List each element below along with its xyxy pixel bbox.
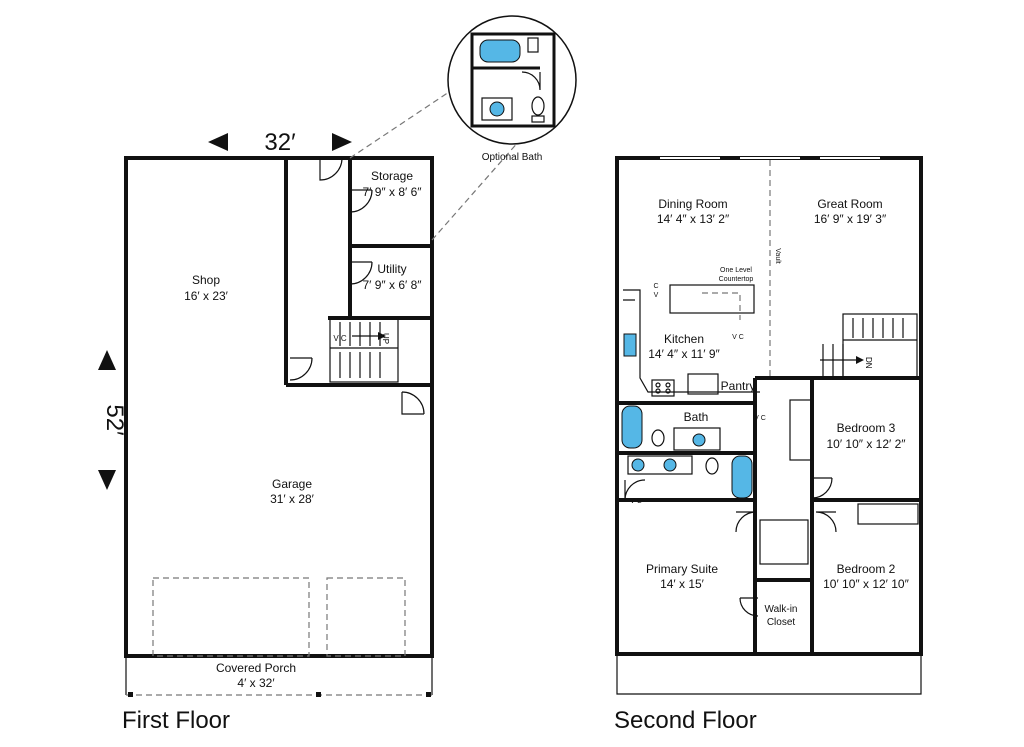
kitchen-range-icon bbox=[651, 379, 675, 397]
hall-bath-sink-icon bbox=[692, 433, 706, 447]
shop-size: 16′ x 23′ bbox=[184, 289, 229, 303]
dining-room-name: Dining Room bbox=[658, 197, 727, 211]
hall-bath-toilet-icon bbox=[651, 429, 665, 447]
first-floor-title: First Floor bbox=[122, 707, 230, 734]
bedroom3-size: 10′ 10″ x 12′ 2″ bbox=[826, 437, 906, 451]
width-arrow-right-icon bbox=[332, 133, 352, 151]
optional-bath-tub-icon bbox=[479, 39, 521, 63]
countertop-line-1: One Level bbox=[720, 267, 752, 274]
vault-label: Vault bbox=[774, 248, 781, 263]
kitchen-name: Kitchen bbox=[664, 332, 704, 346]
storage-door-swing bbox=[349, 189, 373, 213]
primary-sink-left-icon bbox=[631, 458, 645, 472]
garage-size: 31′ x 28′ bbox=[270, 492, 315, 506]
walkin-line-1: Walk-in bbox=[765, 604, 798, 615]
kitchen-fridge-icon bbox=[687, 373, 719, 395]
first-floor-stair-label: UP bbox=[381, 333, 390, 344]
first-floor-depth-dim: 52′ bbox=[101, 404, 128, 436]
primary-suite-name: Primary Suite bbox=[646, 562, 718, 576]
first-floor-outer-wall bbox=[124, 156, 434, 658]
optional-bath-callout bbox=[447, 15, 577, 145]
primary-sink-right-icon bbox=[663, 458, 677, 472]
garage-name: Garage bbox=[272, 477, 312, 491]
utility-door-swing bbox=[349, 261, 373, 285]
hall-bath-tub-icon bbox=[621, 405, 643, 449]
width-arrow-left-icon bbox=[208, 133, 228, 151]
primary-toilet-icon bbox=[705, 457, 719, 475]
laundry-closet bbox=[759, 519, 809, 565]
bedroom2-closet bbox=[857, 503, 919, 525]
optional-bath-label: Optional Bath bbox=[482, 152, 543, 163]
shop-door-swing bbox=[319, 157, 343, 181]
countertop-line-2: Countertop bbox=[719, 276, 754, 283]
garage-door-swing bbox=[401, 391, 425, 415]
bedroom3-closet bbox=[789, 399, 813, 461]
one-level-countertop bbox=[702, 292, 741, 320]
garage-door-right bbox=[326, 577, 406, 657]
kitchen-v-label: V bbox=[654, 292, 659, 299]
great-room-name: Great Room bbox=[817, 197, 882, 211]
kitchen-vc-label: V C bbox=[732, 334, 744, 341]
storage-size: 7′ 9″ x 8′ 6″ bbox=[362, 185, 422, 199]
kitchen-island bbox=[669, 284, 755, 314]
depth-arrow-up-icon bbox=[98, 350, 116, 370]
garage-stair-door-swing bbox=[289, 357, 313, 381]
bedroom2-door bbox=[815, 511, 837, 533]
kitchen-counter bbox=[623, 289, 760, 393]
shop-name: Shop bbox=[192, 273, 220, 287]
primary-tub-icon bbox=[731, 455, 753, 499]
callout-line-upper bbox=[349, 87, 456, 159]
second-floor-deck bbox=[616, 654, 922, 695]
second-floor-plan: Vault One Level Countertop C V V C Pantr… bbox=[614, 156, 923, 734]
utility-size: 7′ 9″ x 6′ 8″ bbox=[362, 278, 422, 292]
covered-porch-area bbox=[125, 656, 433, 697]
first-floor-stairs bbox=[329, 317, 399, 383]
optional-bath-toilet-icon bbox=[531, 96, 545, 116]
bedroom2-size: 10′ 10″ x 12′ 10″ bbox=[823, 577, 909, 591]
storage-name: Storage bbox=[371, 169, 413, 183]
dining-room-size: 14′ 4″ x 13′ 2″ bbox=[657, 212, 730, 226]
great-room-size: 16′ 9″ x 19′ 3″ bbox=[814, 212, 887, 226]
utility-name: Utility bbox=[377, 262, 406, 276]
bedroom3-door bbox=[811, 477, 833, 499]
hall-vc-label: V C bbox=[754, 415, 766, 422]
second-floor-title: Second Floor bbox=[614, 707, 757, 734]
walkin-door bbox=[739, 597, 759, 617]
primary-vc-label: V C bbox=[630, 498, 642, 505]
walkin-line-2: Closet bbox=[767, 617, 796, 628]
porch-name: Covered Porch bbox=[216, 661, 296, 675]
bedroom3-name: Bedroom 3 bbox=[837, 421, 896, 435]
primary-bath-door bbox=[624, 479, 646, 501]
second-floor-stair-label: DN bbox=[864, 357, 873, 369]
garage-door-left bbox=[152, 577, 310, 657]
first-floor-plan: UP V C Shop 16′ x 23′ Storage 7′ 9″ x 8′… bbox=[98, 15, 577, 734]
bedroom2-name: Bedroom 2 bbox=[837, 562, 896, 576]
kitchen-size: 14′ 4″ x 11′ 9″ bbox=[648, 347, 720, 361]
callout-line-lower bbox=[431, 139, 521, 241]
first-floor-width-dim: 32′ bbox=[264, 129, 296, 156]
first-floor-vc-label: V C bbox=[333, 334, 347, 343]
pantry-label: Pantry bbox=[721, 379, 756, 393]
kitchen-c-label: C bbox=[653, 283, 658, 290]
primary-door bbox=[735, 511, 757, 533]
optional-bath-sink-icon bbox=[489, 101, 505, 117]
primary-suite-size: 14′ x 15′ bbox=[660, 577, 705, 591]
porch-size: 4′ x 32′ bbox=[237, 676, 275, 690]
bath-label: Bath bbox=[684, 410, 709, 424]
kitchen-sink-icon bbox=[623, 333, 637, 357]
depth-arrow-down-icon bbox=[98, 470, 116, 490]
